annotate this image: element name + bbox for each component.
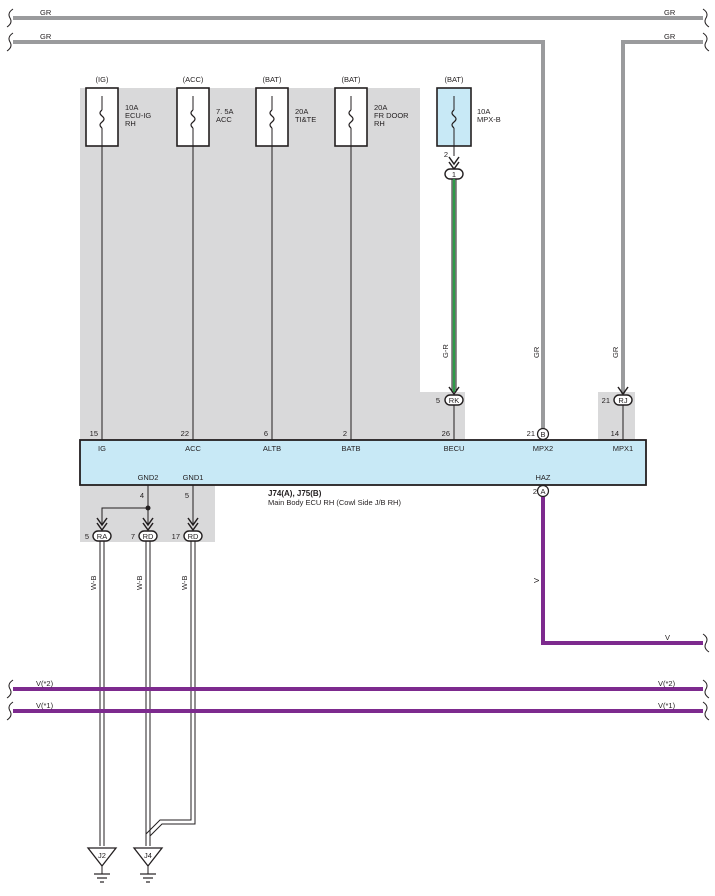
fuse-acc: (ACC) 7. 5A ACC [176, 75, 234, 147]
main-body-ecu: 15 IG 22 ACC 6 ALTB 2 BATB 26 BECU 21 MP… [79, 429, 647, 486]
terminal-mpx2: MPX2 [533, 444, 553, 453]
pin-gnd1: 5 [185, 491, 189, 500]
rj-connector: RJ [618, 396, 627, 405]
pin-mpx1: 14 [611, 429, 619, 438]
rd-pin-17: 17 [172, 532, 180, 541]
fuse-ti-te: (BAT) 20A TI&TE [255, 75, 316, 147]
fuse-rating-ecu-ig: 10A [125, 103, 138, 112]
terminal-batb: BATB [341, 444, 360, 453]
fuse-name-mpx-b: MPX-B [477, 115, 501, 124]
v-bus-lines: V(*2) V(*2) V(*1) V(*1) [6, 679, 710, 721]
terminal-becu: BECU [444, 444, 465, 453]
fuse-wires [101, 146, 352, 440]
fuse-mpx-b: (BAT) 10A MPX-B [436, 75, 501, 147]
fuse-rating-fr-door: 20A [374, 103, 387, 112]
fuse-name-fr-door: FR DOOR [374, 111, 409, 120]
terminal-altb: ALTB [263, 444, 281, 453]
fuse-rating-mpx-b: 10A [477, 107, 490, 116]
w-b-label-2: W-B [135, 576, 144, 590]
ground-wiring: 4 5 RA 5 RD 7 RD 17 W-B [85, 485, 203, 846]
pin-ig: 15 [90, 429, 98, 438]
rj-pin: 21 [602, 396, 610, 405]
gr-second-left-label: GR [40, 32, 52, 41]
terminal-ig: IG [98, 444, 106, 453]
pin-acc: 22 [181, 429, 189, 438]
fuse-ecu-ig-rh: (IG) 10A ECU-IG RH [85, 75, 151, 147]
gr-top-left-label: GR [40, 8, 52, 17]
fuse-name2-ecu-ig: RH [125, 119, 136, 128]
ground-j4: J4 [132, 847, 164, 883]
rk-connector: RK [449, 396, 459, 405]
fuse-name-acc: ACC [216, 115, 232, 124]
ground-j2-label: J2 [98, 851, 106, 860]
rj-junction: RJ 21 GR [602, 346, 633, 440]
ra-connector: RA [97, 532, 107, 541]
w-b-label-1: W-B [89, 576, 98, 590]
fuse-name-ti-te: TI&TE [295, 115, 316, 124]
terminal-gnd1: GND1 [183, 473, 204, 482]
fuse-name2-fr-door: RH [374, 119, 385, 128]
v1-right-label: V(*1) [658, 701, 676, 710]
fuse-source-ig: (IG) [96, 75, 109, 84]
v1-left-label: V(*1) [36, 701, 54, 710]
pin-gnd2: 4 [140, 491, 144, 500]
mpx1-wire-label: GR [611, 346, 620, 358]
rd-connector-7: RD [143, 532, 154, 541]
rd-connector-17: RD [188, 532, 199, 541]
haz-wire-label: V [532, 578, 541, 583]
pin-altb: 6 [264, 429, 268, 438]
fuse-rating-acc: 7. 5A [216, 107, 234, 116]
ecu-title: J74(A), J75(B) [268, 489, 322, 498]
g-r-wire-label: G-R [441, 344, 450, 358]
fuse-fr-door-rh: (BAT) 20A FR DOOR RH [334, 75, 409, 147]
ground-j4-label: J4 [144, 851, 152, 860]
haz-connector-a: A [540, 487, 545, 496]
mpx2-b-terminal: GR B [532, 346, 550, 441]
fuse-source-mpx-b: (BAT) [444, 75, 464, 84]
fuse-source-ti-te: (BAT) [262, 75, 282, 84]
pin-haz: 2 [533, 487, 537, 496]
rk-pin: 5 [436, 396, 440, 405]
ecu-subtitle: Main Body ECU RH (Cowl Side J/B RH) [268, 498, 401, 507]
gr-bus-second: GR GR [6, 32, 710, 430]
gr-bus-top: GR GR [6, 8, 710, 28]
ra-pin: 5 [85, 532, 89, 541]
haz-output: 2 A V V [532, 484, 710, 653]
gr-top-right-label: GR [664, 8, 676, 17]
w-b-label-3: W-B [180, 576, 189, 590]
pin-batb: 2 [343, 429, 347, 438]
pin-becu: 26 [442, 429, 450, 438]
mpx-b-link: 2 1 G-R RK 5 [436, 146, 464, 440]
gr-second-right-label: GR [664, 32, 676, 41]
fuse-rating-ti-te: 20A [295, 107, 308, 116]
fuse-source-acc: (ACC) [183, 75, 204, 84]
mpx-b-connector: 1 [452, 170, 456, 179]
terminal-acc: ACC [185, 444, 201, 453]
terminal-mpx1: MPX1 [613, 444, 633, 453]
rd-pin-7: 7 [131, 532, 135, 541]
ground-j2: J2 [86, 847, 118, 883]
mpx2-wire-label: GR [532, 346, 541, 358]
terminal-haz: HAZ [536, 473, 551, 482]
pin-mpx2: 21 [527, 429, 535, 438]
fuse-name-ecu-ig: ECU-IG [125, 111, 151, 120]
fuse-source-fr-door: (BAT) [341, 75, 361, 84]
terminal-gnd2: GND2 [138, 473, 159, 482]
v2-right-label: V(*2) [658, 679, 676, 688]
haz-bus-label: V [665, 633, 670, 642]
mpx-b-pin: 2 [444, 150, 448, 159]
mpx2-connector-b: B [540, 430, 545, 439]
v2-left-label: V(*2) [36, 679, 54, 688]
